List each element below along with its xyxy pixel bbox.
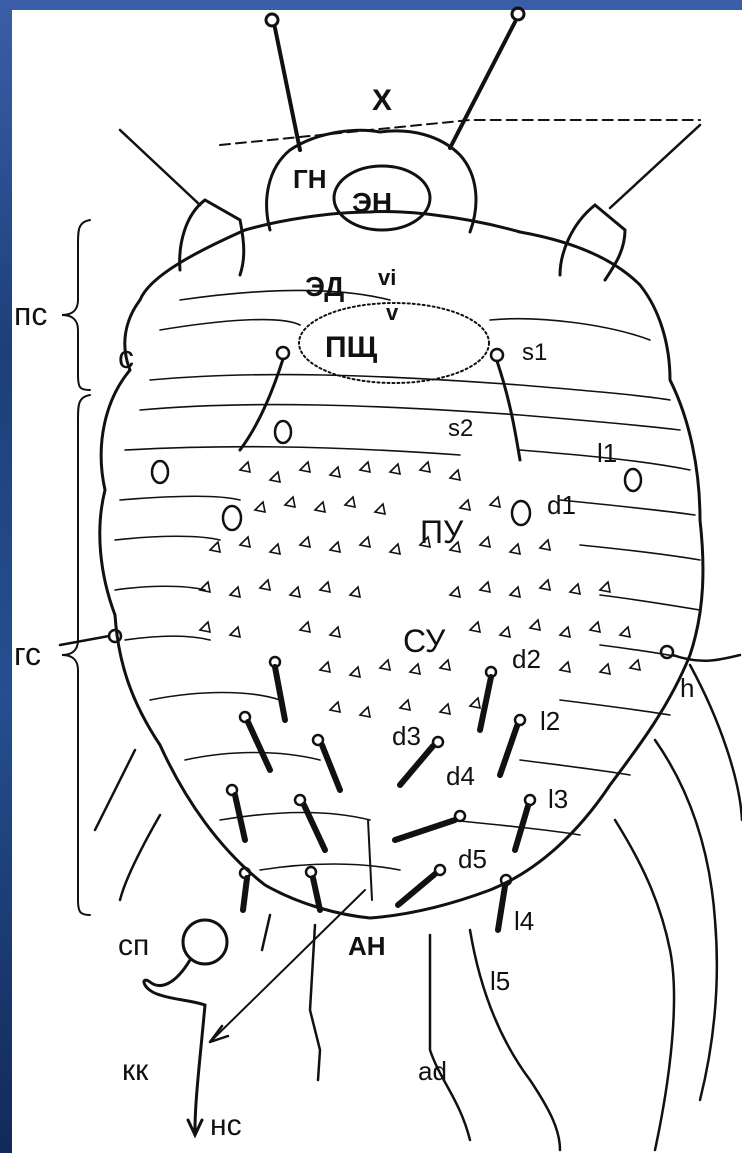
- label-d1: d1: [547, 490, 576, 520]
- label-x: Х: [372, 84, 392, 117]
- chelicera-right: [450, 22, 515, 148]
- label-d4: d4: [446, 761, 475, 791]
- label-gs-bracket: гс: [14, 636, 41, 672]
- bracket-ps: [62, 220, 90, 390]
- label-an: АН: [348, 931, 386, 961]
- label-psh: ПЩ: [325, 331, 378, 364]
- label-pu: ПУ: [420, 514, 464, 550]
- label-ad: ad: [418, 1056, 447, 1086]
- leg-right-1: [560, 205, 625, 280]
- label-l5: l5: [490, 966, 510, 996]
- label-l1: l1: [597, 438, 617, 468]
- label-vi: vi: [378, 265, 396, 290]
- leg-right-1-claw: [610, 125, 700, 208]
- label-s2: s2: [448, 415, 473, 442]
- spermatheca: [183, 920, 227, 964]
- labels: Х ГН ЭН vi ЭД v ПЩ пс с s1 s2 l1 d1 ПУ г…: [14, 84, 694, 1142]
- anus-arrow: [210, 890, 365, 1042]
- label-l2: l2: [540, 706, 560, 736]
- label-h: h: [680, 673, 694, 703]
- label-sp: сп: [118, 929, 149, 962]
- body-outline: [100, 212, 703, 918]
- chelicera-left: [275, 28, 300, 150]
- label-ps-bracket: пс: [14, 296, 47, 332]
- anus-pointer: [368, 820, 372, 900]
- label-v: v: [386, 300, 399, 325]
- leg-left-1: [180, 200, 244, 275]
- label-l4: l4: [514, 906, 534, 936]
- label-s: с: [118, 339, 134, 375]
- chelicera-left-tip: [266, 14, 278, 26]
- label-gn: ГН: [293, 164, 327, 194]
- bracket-gs: [62, 395, 90, 915]
- label-d5: d5: [458, 844, 487, 874]
- label-l3: l3: [548, 784, 568, 814]
- label-d2: d2: [512, 644, 541, 674]
- setae: [60, 347, 740, 930]
- chelicera-right-tip: [512, 8, 524, 20]
- label-ns: нс: [210, 1109, 242, 1142]
- label-en: ЭН: [352, 187, 392, 218]
- label-s1: s1: [522, 339, 547, 366]
- label-d3: d3: [392, 721, 421, 751]
- label-su: СУ: [403, 623, 446, 659]
- leg-left-1-claw: [120, 130, 200, 205]
- spermatheca-duct: [144, 960, 205, 1130]
- label-ed: ЭД: [305, 271, 344, 302]
- label-kk: кк: [122, 1054, 149, 1087]
